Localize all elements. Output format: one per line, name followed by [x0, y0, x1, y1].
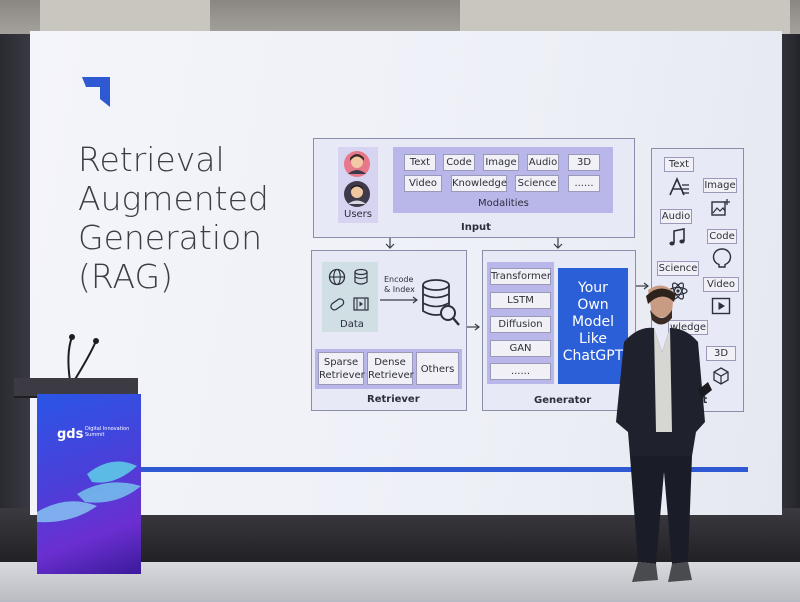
model-gan: GAN [490, 340, 551, 357]
result-video: Video [703, 277, 739, 292]
podium-brand-logo: gds [57, 427, 84, 442]
film-icon [353, 297, 369, 311]
play-video-icon [711, 297, 731, 315]
arrow-down-icon [385, 238, 395, 249]
input-label: Input [461, 222, 491, 233]
modality-text: Text [404, 154, 436, 171]
pill-icon [330, 298, 345, 311]
slide-accent-bar [140, 467, 748, 472]
model-line: ChatGPT [562, 348, 624, 364]
chip-line: Retriever [319, 370, 365, 381]
modality-video: Video [404, 175, 442, 192]
title-line: (RAG) [78, 257, 173, 296]
arrow-right-icon [380, 296, 418, 304]
result-code: Code [707, 229, 737, 244]
other-retriever: Others [416, 352, 459, 385]
data-label: Data [340, 319, 364, 330]
users-label: Users [344, 209, 373, 220]
chip-line: Others [420, 364, 455, 375]
title-line: Retrieval [78, 140, 225, 179]
encode-line: & Index [384, 285, 415, 294]
curtain-left [0, 34, 32, 574]
arrow-right-icon [636, 282, 649, 290]
result-audio: Audio [660, 209, 692, 224]
modality-knowledge: Knowledge [451, 175, 507, 192]
model-line: Like [579, 331, 607, 347]
modality-3d: 3D [568, 154, 600, 171]
model-line: Model [571, 314, 615, 330]
modalities-label: Modalities [478, 198, 529, 209]
subtitle-line: Summit [85, 432, 105, 438]
ceiling-panel [460, 0, 790, 34]
database-search-icon [422, 279, 460, 326]
arrow-right-icon [467, 323, 480, 331]
generator-label: Generator [534, 395, 592, 406]
podium [37, 394, 141, 574]
model-line: Your [578, 280, 608, 296]
encode-index-label: Encode & Index [384, 275, 415, 295]
text-font-icon [669, 177, 689, 196]
podium-wave-graphic [37, 461, 141, 523]
microphone-icon [67, 334, 99, 382]
dense-retriever: Dense Retriever [367, 352, 414, 385]
chip-line: Sparse [323, 357, 359, 368]
modality-image: Image [483, 154, 519, 171]
model-diffusion: Diffusion [490, 316, 551, 333]
image-add-icon [711, 199, 730, 216]
music-note-icon [669, 228, 685, 246]
user-male-icon [344, 181, 370, 207]
result-image: Image [703, 178, 737, 193]
slide-title: Retrieval Augmented Generation (RAG) [78, 140, 288, 296]
title-line: Generation [78, 218, 263, 257]
globe-icon [328, 268, 346, 286]
title-line: Augmented [78, 179, 269, 218]
brand-arrow-icon [82, 77, 110, 107]
chip-line: Dense [374, 357, 406, 368]
modality-audio: Audio [527, 154, 559, 171]
data-panel [322, 262, 378, 332]
result-science: Science [657, 261, 699, 276]
cube-icon [713, 367, 729, 385]
model-line: Own [577, 297, 609, 313]
modality-science: Science [515, 175, 559, 192]
arrow-down-icon [553, 238, 563, 249]
model-lstm: LSTM [490, 292, 551, 309]
chip-line: Retriever [368, 370, 414, 381]
ceiling-panel [40, 0, 210, 34]
your-own-model-box: Your Own Model Like ChatGPT [558, 268, 628, 384]
model-transformer: Transformer [490, 268, 551, 285]
user-female-icon [344, 151, 370, 177]
modality-code: Code [443, 154, 475, 171]
database-icon [354, 268, 368, 285]
modality-more: ...... [568, 175, 600, 192]
retriever-label: Retriever [367, 394, 420, 405]
sparse-retriever: Sparse Retriever [318, 352, 365, 385]
presenter-figure [616, 285, 712, 582]
result-text: Text [664, 157, 694, 172]
podium-subtitle: Digital Innovation Summit [85, 426, 129, 438]
github-icon [712, 248, 732, 268]
result-3d: 3D [706, 346, 736, 361]
encode-line: Encode [384, 275, 414, 284]
model-more: ...... [490, 363, 551, 380]
subtitle-line: Digital Innovation [85, 426, 130, 432]
